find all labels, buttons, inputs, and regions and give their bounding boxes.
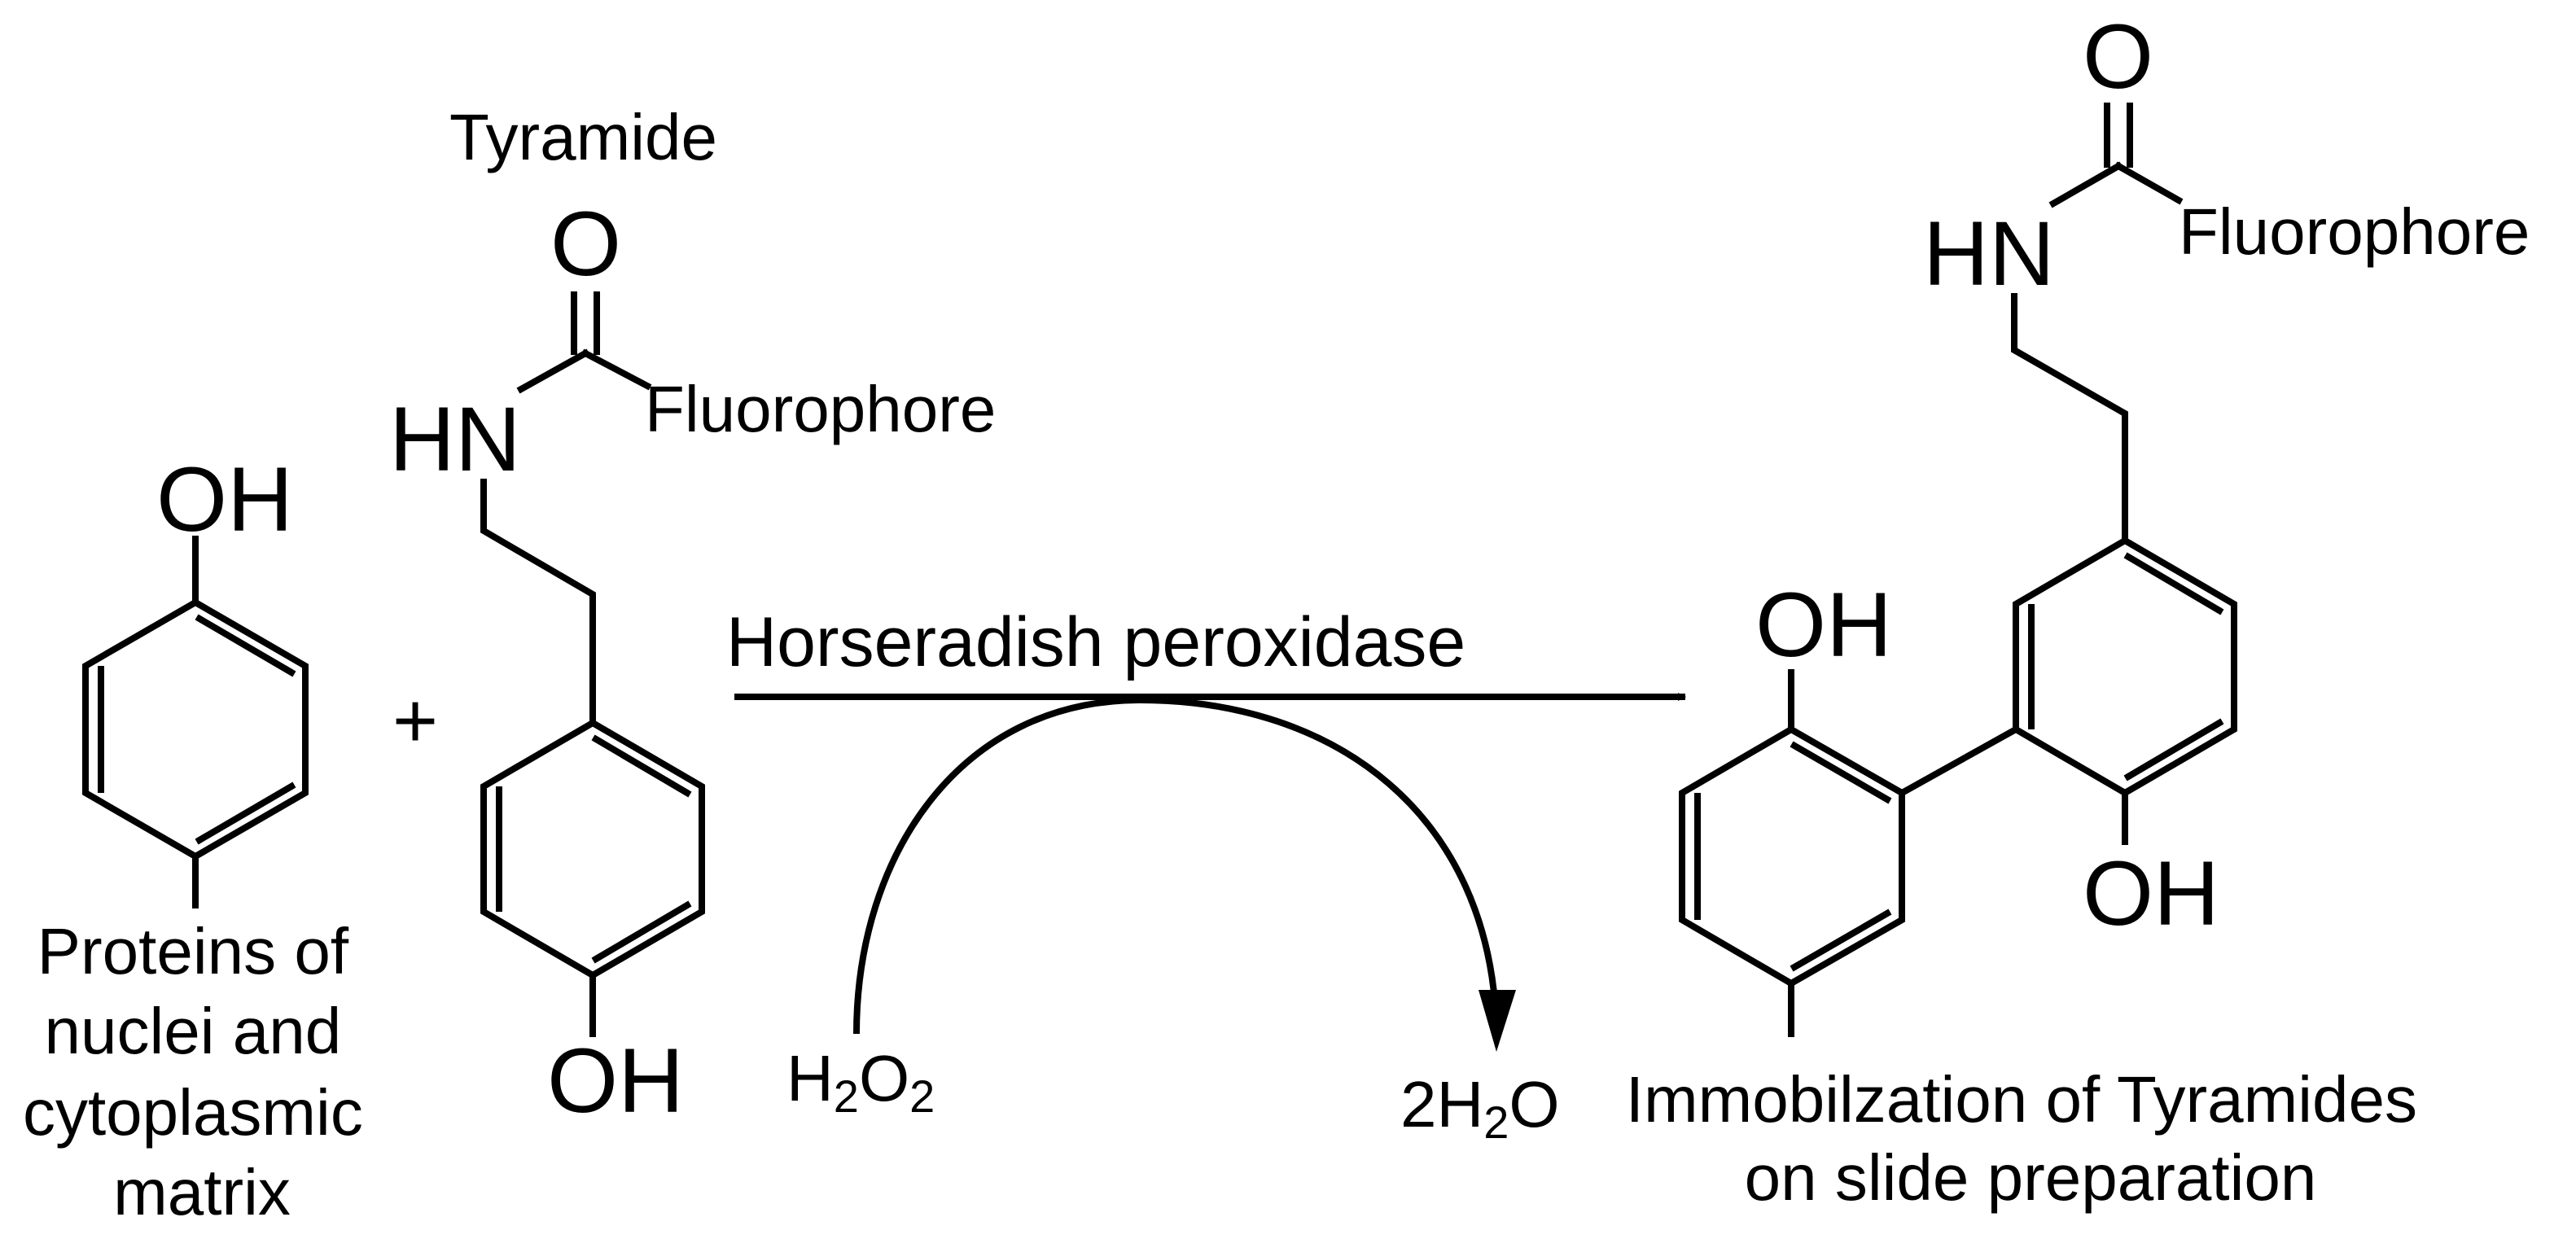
catalyst-label: Horseradish peroxidase: [726, 603, 1465, 681]
reaction-arrow-group: Horseradish peroxidase H2O2 2H2O: [726, 603, 1686, 1148]
product-caption: Immobilzation of Tyramides on slide prep…: [1626, 1063, 2435, 1214]
tyramide-carbonyl-double-bond: [571, 291, 600, 355]
product-carbonyl-double-bond: [2104, 103, 2133, 168]
protein-hydroxyl-label: OH: [156, 449, 293, 550]
product-structure: O HN Fluorophore OH OH Immobilzation of …: [1626, 6, 2530, 1214]
product-caption-line-1: Immobilzation of Tyramides: [1626, 1063, 2417, 1136]
hydrogen-peroxide-label: H2O2: [786, 1042, 935, 1122]
product-left-hydroxyl-label: OH: [1755, 574, 1892, 676]
tyramide-fluorophore-label: Fluorophore: [645, 373, 996, 445]
tyramide-structure: Tyramide O HN Fluorophore OH: [389, 101, 996, 1132]
product-c-n-bond: [2048, 161, 2123, 208]
tyramide-ring: [480, 719, 705, 979]
product-biaryl-bond: [1897, 725, 2021, 798]
tyramide-carbonyl-o-label: O: [550, 193, 621, 295]
product-left-ring-inner-bonds: [1694, 741, 1892, 972]
reagent-curved-arrowhead: [1479, 990, 1516, 1052]
product-ethyl-chain: [2011, 293, 2128, 544]
reagent-curved-arrow: [853, 696, 1500, 1035]
product-right-ring: [2013, 536, 2237, 797]
product-c-fluorophore-bond: [2114, 161, 2184, 205]
protein-caption-line-4: matrix: [113, 1156, 291, 1228]
protein-caption-line-2: nuclei and: [45, 995, 342, 1067]
tyramide-amine-label: HN: [389, 388, 521, 490]
tyramide-title: Tyramide: [449, 101, 717, 173]
product-right-hydroxyl-label: OH: [2083, 843, 2219, 944]
protein-ring-inner-bonds: [98, 614, 296, 845]
product-right-ring-inner-bonds: [2028, 552, 2224, 781]
protein-caption-line-3: cytoplasmic: [23, 1076, 363, 1149]
tyramide-ethyl-chain: [480, 479, 596, 726]
tyramide-ring-inner-bonds: [496, 734, 692, 964]
product-left-ring: [1679, 725, 1905, 987]
protein-caption: Proteins of nuclei and cytoplasmic matri…: [23, 915, 381, 1228]
protein-ring: [82, 598, 309, 860]
product-amine-label: HN: [1923, 203, 2055, 304]
tyramide-c-fluorophore-bond: [580, 348, 652, 391]
product-fluorophore-label: Fluorophore: [2179, 195, 2530, 268]
plus-sign: +: [392, 677, 438, 764]
water-label: 2H2O: [1400, 1068, 1560, 1148]
product-carbonyl-o-label: O: [2083, 6, 2153, 107]
protein-phenol-structure: OH Proteins of nuclei and cytoplasmic ma…: [23, 449, 381, 1228]
product-caption-line-2: on slide preparation: [1745, 1141, 2317, 1214]
tyramide-hydroxyl-label: OH: [547, 1030, 684, 1132]
protein-caption-line-1: Proteins of: [37, 915, 349, 987]
tyramide-c-n-bond: [516, 348, 590, 394]
